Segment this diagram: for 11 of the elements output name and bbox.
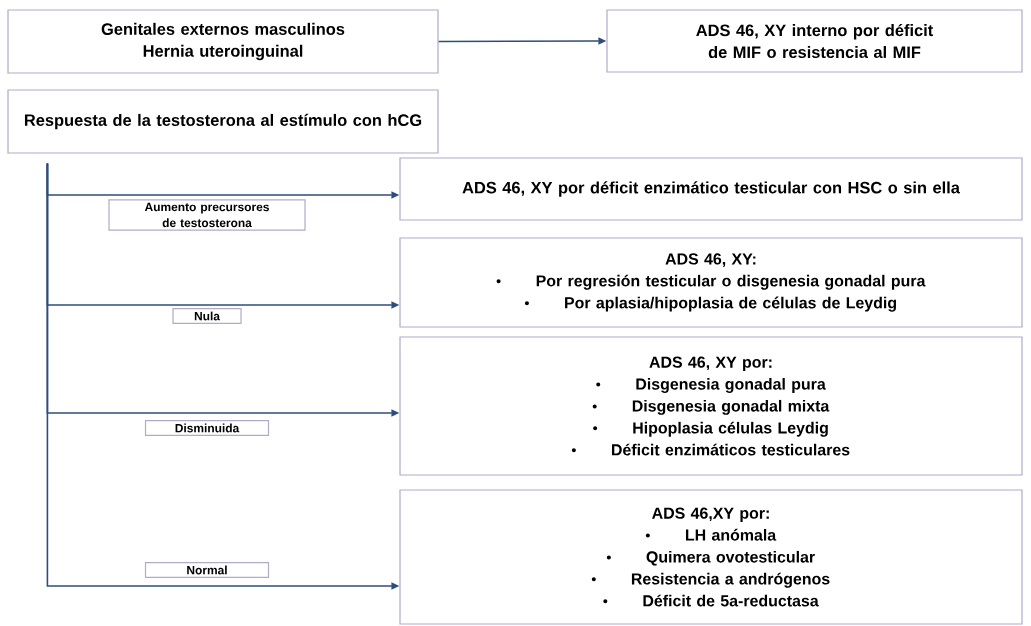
edge-label: Nula: [172, 308, 242, 324]
text-box: Genitales externos masculinos Hernia uteroinguinal: [7, 9, 439, 74]
result-box: ADS 46, XY por: Disgenesia gonadal pura Disgenesia gonadal mixta Hipoplasia células Leydig Déficit enzimáticos testiculares: [399, 336, 1023, 476]
result-box: ADS 46, XY: Por regresión testicular o disgenesia gonadal pura Por aplasia/hipoplasia de células de Leydig: [399, 237, 1023, 328]
result-box: ADS 46,XY por: LH anómala Quimera ovotesticular Resistencia a andrógenos Déficit de 5a-reductasa: [399, 489, 1023, 625]
edge-label: Aumento precursores de testosterona: [108, 199, 306, 231]
text-box: ADS 46, XY interno por déficit de MIF o resistencia al MIF: [606, 9, 1023, 73]
text-box: Respuesta de la testosterona al estímulo con hCG: [7, 89, 439, 154]
edge-label: Normal: [144, 562, 270, 578]
edge-label: Disminuida: [144, 420, 270, 436]
result-box: ADS 46, XY por déficit enzimático testicular con HSC o sin ella: [399, 157, 1023, 221]
